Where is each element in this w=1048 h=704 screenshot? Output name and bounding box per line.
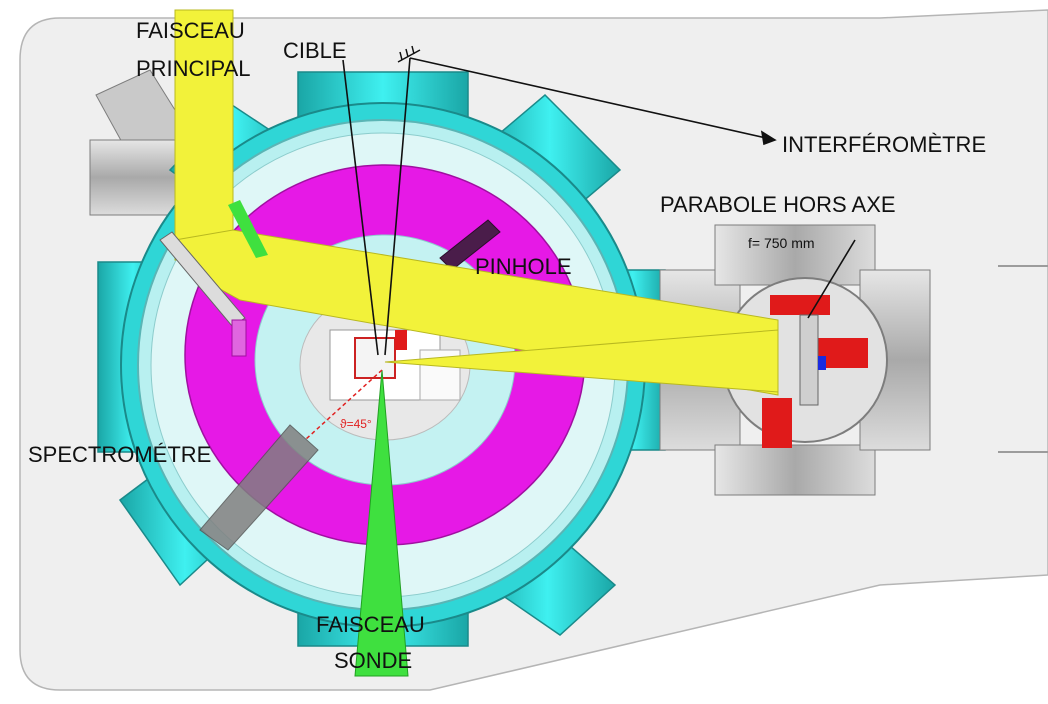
turning-mirror	[159, 231, 247, 357]
probe-beam	[354, 369, 409, 677]
spectrometer-body	[199, 424, 319, 551]
label-target: CIBLE	[283, 38, 347, 63]
label-pinhole: PINHOLE	[475, 254, 572, 279]
label-probe-beam-2: SONDE	[334, 648, 412, 673]
label-angle: ϑ=45°	[340, 417, 372, 431]
label-focal-length: f= 750 mm	[748, 235, 815, 251]
pointer-lines	[342, 57, 856, 356]
label-main-beam-2: PRINCIPAL	[136, 56, 251, 81]
main-beam	[174, 9, 779, 396]
label-main-beam-1: FAISCEAU	[136, 18, 245, 43]
label-off-axis-parabola: PARABOLE HORS AXE	[660, 192, 896, 217]
angle-line	[304, 369, 383, 441]
label-probe-beam-1: FAISCEAU	[316, 612, 425, 637]
label-interferometer: INTERFÉROMÈTRE	[782, 132, 986, 157]
label-spectrometer: SPECTROMÉTRE	[28, 442, 211, 467]
reference-mirror	[397, 45, 421, 63]
plate-slots	[998, 265, 1048, 453]
green-beam-upper	[228, 200, 268, 258]
